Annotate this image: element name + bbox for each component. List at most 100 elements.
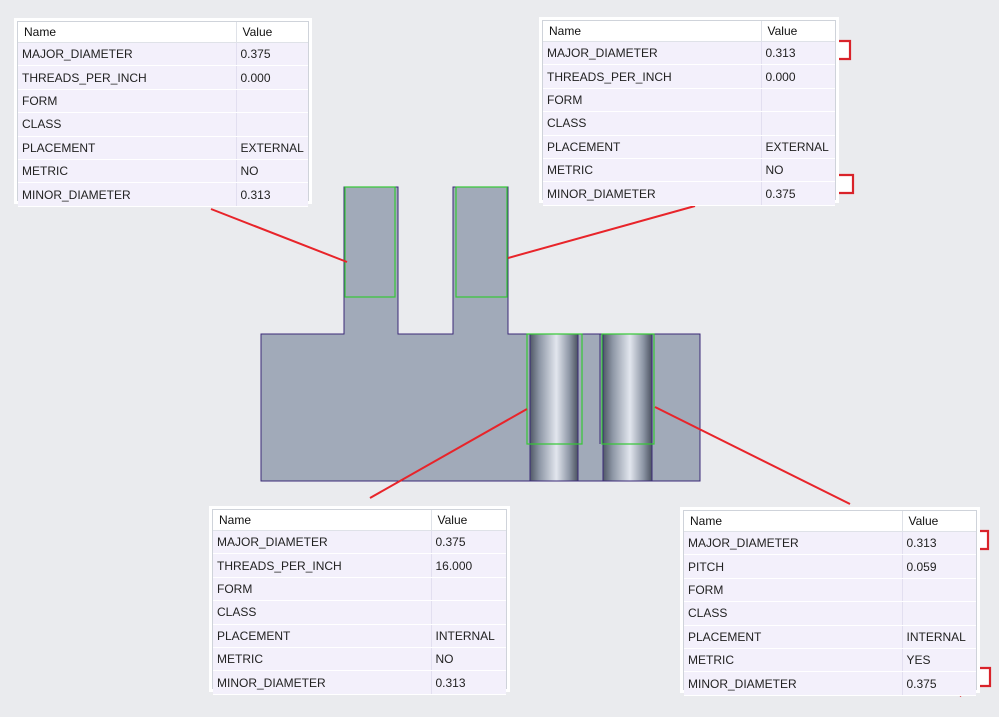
property-name: THREADS_PER_INCH <box>18 65 237 90</box>
thread-highlight-internal-right[interactable] <box>601 333 655 445</box>
leader-line-bottom-right <box>654 406 851 505</box>
property-value: NO <box>431 647 506 672</box>
property-name: CLASS <box>18 112 237 137</box>
column-header-value[interactable]: Value <box>236 22 308 43</box>
property-name: MINOR_DIAMETER <box>543 181 762 206</box>
property-value <box>902 601 976 626</box>
thread-highlight-external-left[interactable] <box>344 186 396 298</box>
property-value: 0.375 <box>761 181 835 206</box>
table-row[interactable]: FORM <box>18 89 308 114</box>
bore-left[interactable] <box>529 333 579 482</box>
property-value: INTERNAL <box>431 624 506 648</box>
leader-line-top-right <box>507 205 696 259</box>
table-row[interactable]: FORM <box>684 578 976 603</box>
property-value: 0.375 <box>902 671 976 696</box>
table-row[interactable]: CLASS <box>213 600 506 625</box>
bore-right[interactable] <box>602 333 653 482</box>
column-header-name[interactable]: Name <box>213 510 432 531</box>
part-body[interactable] <box>260 186 701 482</box>
property-name: MAJOR_DIAMETER <box>543 41 762 66</box>
property-name: MINOR_DIAMETER <box>213 670 432 695</box>
property-name: THREADS_PER_INCH <box>213 553 432 578</box>
property-name: FORM <box>213 577 432 602</box>
column-header-value[interactable]: Value <box>761 21 835 42</box>
property-value <box>431 577 506 602</box>
thread-highlight-internal-left[interactable] <box>526 333 583 445</box>
property-value <box>236 112 308 137</box>
property-value: 0.059 <box>902 554 976 579</box>
property-name: MAJOR_DIAMETER <box>18 42 237 67</box>
table-row[interactable]: FORM <box>543 88 835 113</box>
property-value: NO <box>236 159 308 184</box>
property-name: CLASS <box>684 601 903 626</box>
property-value <box>761 88 835 113</box>
property-name: PLACEMENT <box>18 136 237 160</box>
property-name: METRIC <box>18 159 237 184</box>
property-name: MAJOR_DIAMETER <box>684 531 903 556</box>
property-value: YES <box>902 648 976 673</box>
thread-highlight-external-right[interactable] <box>455 186 508 298</box>
property-name: CLASS <box>213 600 432 625</box>
property-value: 0.000 <box>236 65 308 90</box>
column-header-name[interactable]: Name <box>18 22 237 43</box>
table-row[interactable]: FORM <box>213 577 506 602</box>
column-header-value[interactable]: Value <box>431 510 506 531</box>
table-row[interactable]: CLASS <box>684 601 976 626</box>
property-name: MAJOR_DIAMETER <box>213 530 432 555</box>
property-value: 0.313 <box>761 41 835 66</box>
table-row[interactable]: CLASS <box>543 111 835 136</box>
property-value: 0.313 <box>902 531 976 556</box>
property-name: METRIC <box>684 648 903 673</box>
property-name: PLACEMENT <box>543 135 762 159</box>
property-value <box>236 89 308 114</box>
property-name: PLACEMENT <box>213 624 432 648</box>
property-value: 0.313 <box>236 182 308 207</box>
property-name: FORM <box>543 88 762 113</box>
property-value: 0.375 <box>431 530 506 555</box>
property-value <box>761 111 835 136</box>
property-name: FORM <box>684 578 903 603</box>
property-value: 0.375 <box>236 42 308 67</box>
column-header-name[interactable]: Name <box>684 511 903 532</box>
property-value: 16.000 <box>431 553 506 578</box>
property-name: METRIC <box>213 647 432 672</box>
property-name: MINOR_DIAMETER <box>684 671 903 696</box>
property-value <box>431 600 506 625</box>
property-value: 0.000 <box>761 64 835 89</box>
property-name: PLACEMENT <box>684 625 903 649</box>
table-row[interactable]: CLASS <box>18 112 308 137</box>
column-header-value[interactable]: Value <box>902 511 976 532</box>
property-value: INTERNAL <box>902 625 976 649</box>
leader-line-bottom-left <box>369 408 528 499</box>
property-value: 0.313 <box>431 670 506 695</box>
column-header-name[interactable]: Name <box>543 21 762 42</box>
